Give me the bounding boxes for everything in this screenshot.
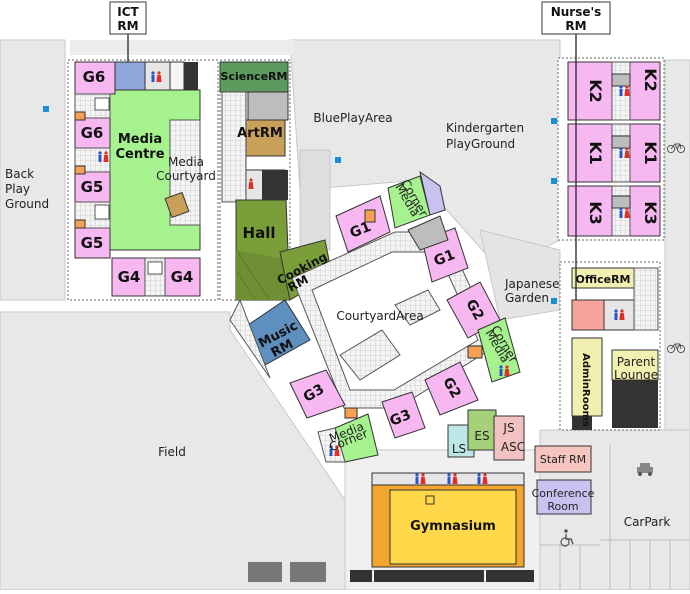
room-es[interactable]: [467, 409, 497, 451]
staff-room[interactable]: [534, 445, 592, 473]
room-js-asc[interactable]: [493, 415, 525, 461]
label-g1-a: G1: [348, 219, 374, 242]
car-icon: [637, 463, 653, 476]
label-g5-bottom: G5: [81, 234, 104, 252]
room-k2-right: [629, 61, 661, 121]
office-room-label: OfficeRM: [575, 273, 630, 286]
room-g3-a: [289, 369, 346, 419]
conference-room[interactable]: [536, 479, 592, 515]
room-g6-top: [74, 61, 116, 95]
grade-1-cluster[interactable]: [335, 170, 469, 283]
es-label: ES: [474, 429, 489, 443]
back-play-ground-line2: Play: [5, 182, 30, 196]
media-courtyard-line2: Courtyard: [156, 169, 216, 183]
accessible-parking-icon: [560, 529, 574, 547]
japanese-garden-line1: Japanese: [504, 277, 560, 291]
science-room-label: ScienceRM: [221, 70, 288, 83]
room-g5-bottom: [74, 227, 111, 259]
label-g6-top: G6: [83, 68, 106, 86]
car-park-stripes: [540, 445, 690, 590]
room-k1-right: [629, 123, 661, 183]
nurse-room[interactable]: [571, 299, 605, 331]
media-courtyard-line1: Media: [168, 155, 204, 169]
media-centre-line1: Media: [118, 132, 162, 147]
grade-rooms-west[interactable]: [74, 61, 201, 297]
label-k1-left: K1: [586, 141, 605, 165]
parent-lounge[interactable]: [611, 349, 659, 381]
label-k3-right: K3: [641, 201, 660, 225]
room-g3-b: [381, 391, 426, 439]
back-play-ground-line3: Ground: [5, 197, 49, 211]
ict-label-line1: ICT: [117, 5, 139, 19]
art-room-label: ArtRM: [237, 126, 283, 141]
science-room[interactable]: [219, 61, 289, 93]
gymnasium[interactable]: [389, 489, 517, 565]
japanese-garden-line2: Garden: [505, 291, 549, 305]
kindergarten-playground-line2: PlayGround: [446, 137, 515, 151]
admin-rooms[interactable]: [571, 337, 603, 417]
label-g4-left: G4: [118, 268, 141, 286]
js-label: JS: [502, 421, 514, 435]
hall-label: Hall: [243, 224, 276, 242]
label-k3-left: K3: [586, 201, 605, 225]
room-g6-mid: [74, 117, 111, 149]
parent-lounge-line1: Parent: [617, 355, 656, 369]
asc-label: ASC: [501, 440, 525, 454]
room-g4-left: [111, 257, 148, 297]
field-label: Field: [158, 445, 186, 459]
label-g4-right: G4: [171, 268, 194, 286]
ls-label: LS: [452, 442, 466, 456]
admin-rooms-label: AdminRooms: [580, 353, 591, 427]
ict-room[interactable]: [114, 61, 146, 91]
staff-room-label: Staff RM: [540, 453, 586, 466]
ict-callout: [109, 1, 147, 35]
grade-2-cluster[interactable]: [424, 281, 521, 416]
label-g6-mid: G6: [81, 124, 104, 142]
car-park-label: CarPark: [624, 515, 671, 529]
back-play-ground-line1: Back: [5, 167, 34, 181]
label-g5-top: G5: [81, 178, 104, 196]
kindergarten-playground-line1: Kindergarten: [446, 121, 524, 135]
nurse-callout: [541, 1, 611, 35]
nurse-label-line2: RM: [565, 19, 586, 33]
nurse-label-line1: Nurse's: [551, 5, 602, 19]
label-g1-b: G1: [432, 247, 458, 270]
gymnasium-label: Gymnasium: [410, 519, 496, 534]
conference-room-line2: Room: [547, 500, 578, 513]
room-g1-a: [335, 195, 391, 253]
label-k2-right: K2: [641, 68, 660, 92]
label-g3-b: G3: [388, 407, 414, 430]
label-k2-left: K2: [586, 79, 605, 103]
conference-room-line1: Conference: [532, 487, 595, 500]
parent-lounge-line2: Lounge: [614, 368, 658, 382]
media-centre-line2: Centre: [115, 147, 164, 162]
first-aid-icon: [425, 495, 435, 505]
courtyard-area: CourtyardArea: [336, 309, 423, 323]
room-g2-b: [424, 361, 479, 416]
label-k1-right: K1: [641, 141, 660, 165]
media-corner-2: [477, 317, 521, 383]
blue-play-area: BluePlayArea: [313, 111, 392, 125]
grade-3-cluster[interactable]: [289, 369, 426, 463]
ict-label-line2: RM: [117, 19, 138, 33]
